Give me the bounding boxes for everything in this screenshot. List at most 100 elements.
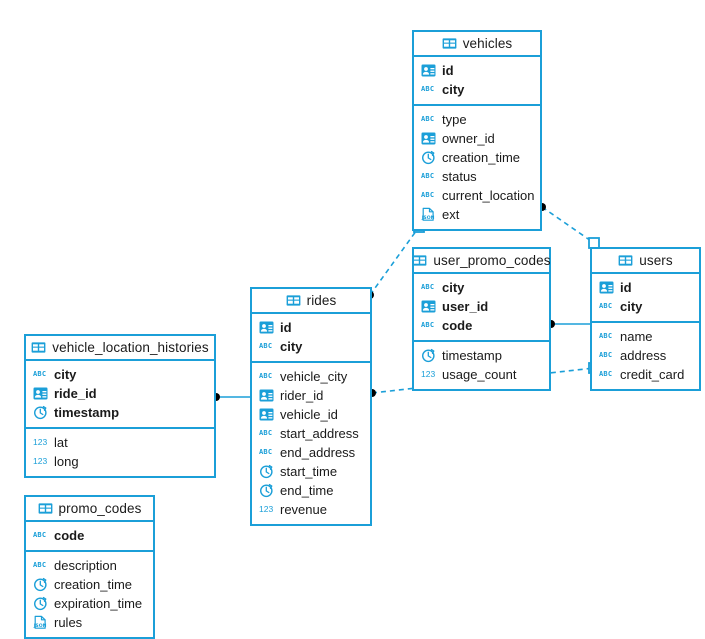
key-field-timestamp[interactable]: timestamp — [26, 403, 214, 422]
field-label: code — [54, 528, 85, 543]
field-label: ext — [442, 207, 460, 222]
field-label: creation_time — [442, 150, 521, 165]
field-label: end_address — [280, 445, 356, 460]
field-creation_time[interactable]: creation_time — [26, 575, 153, 594]
abc-icon: ABC — [259, 448, 273, 456]
table-icon — [442, 36, 457, 51]
abc-icon: ABC — [599, 332, 613, 340]
table-icon — [412, 253, 427, 268]
entity-header-promo_codes[interactable]: promo_codes — [26, 497, 153, 522]
columns-section: timestamp 123 usage_count — [414, 342, 549, 389]
key-field-id[interactable]: id — [414, 61, 540, 80]
field-label: id — [620, 280, 632, 295]
field-end_address[interactable]: ABC end_address — [252, 443, 370, 462]
abc-icon: ABC — [599, 370, 613, 378]
json-icon: JSON — [33, 615, 48, 630]
id-card-icon — [259, 320, 274, 335]
entity-header-vehicle_location_histories[interactable]: vehicle_location_histories — [26, 336, 214, 361]
abc-icon: ABC — [259, 429, 273, 437]
relationship-line — [541, 206, 595, 244]
relationship-vehicles-to-users[interactable] — [538, 203, 600, 249]
field-start_address[interactable]: ABC start_address — [252, 424, 370, 443]
relationship-vehicle_location_histories-to-rides[interactable] — [212, 393, 250, 401]
clock-icon — [259, 483, 274, 498]
field-label: owner_id — [442, 131, 495, 146]
abc-icon: ABC — [259, 342, 273, 350]
entity-header-vehicles[interactable]: vehicles — [414, 32, 540, 57]
entity-header-users[interactable]: users — [592, 249, 699, 274]
field-label: rules — [54, 615, 83, 630]
key-field-id[interactable]: id — [252, 318, 370, 337]
abc-icon: ABC — [33, 561, 47, 569]
field-ext[interactable]: JSON ext — [414, 205, 540, 224]
abc-icon: ABC — [421, 172, 435, 180]
field-expiration_time[interactable]: expiration_time — [26, 594, 153, 613]
field-owner_id[interactable]: owner_id — [414, 129, 540, 148]
entity-header-user_promo_codes[interactable]: user_promo_codes — [412, 249, 550, 274]
key-field-user_id[interactable]: user_id — [414, 297, 549, 316]
field-timestamp[interactable]: timestamp — [414, 346, 549, 365]
id-card-icon — [421, 63, 436, 78]
field-label: id — [280, 320, 292, 335]
field-label: creation_time — [54, 577, 133, 592]
relationship-user_promo_codes-to-users[interactable] — [547, 320, 590, 328]
clock-icon — [33, 596, 48, 611]
field-start_time[interactable]: start_time — [252, 462, 370, 481]
entity-title: vehicle_location_histories — [52, 340, 209, 355]
json-icon: JSON — [421, 207, 436, 222]
clock-icon — [421, 150, 436, 165]
field-rules[interactable]: JSON rules — [26, 613, 153, 632]
field-rider_id[interactable]: rider_id — [252, 386, 370, 405]
entity-title: users — [639, 253, 673, 268]
key-field-ride_id[interactable]: ride_id — [26, 384, 214, 403]
field-label: address — [620, 348, 667, 363]
id-card-icon — [421, 131, 436, 146]
abc-icon: ABC — [33, 370, 47, 378]
key-field-id[interactable]: id — [592, 278, 699, 297]
id-card-icon — [599, 280, 614, 295]
field-creation_time[interactable]: creation_time — [414, 148, 540, 167]
field-label: start_address — [280, 426, 359, 441]
field-end_time[interactable]: end_time — [252, 481, 370, 500]
entity-header-rides[interactable]: rides — [252, 289, 370, 314]
table-icon — [38, 501, 53, 516]
abc-icon: ABC — [599, 302, 613, 310]
field-label: usage_count — [442, 367, 517, 382]
clock-icon — [33, 405, 48, 420]
field-label: long — [54, 454, 79, 469]
123-icon: 123 — [421, 369, 436, 380]
field-label: vehicle_city — [280, 369, 348, 384]
field-usage_count[interactable]: 123 usage_count — [414, 365, 549, 384]
field-vehicle_id[interactable]: vehicle_id — [252, 405, 370, 424]
